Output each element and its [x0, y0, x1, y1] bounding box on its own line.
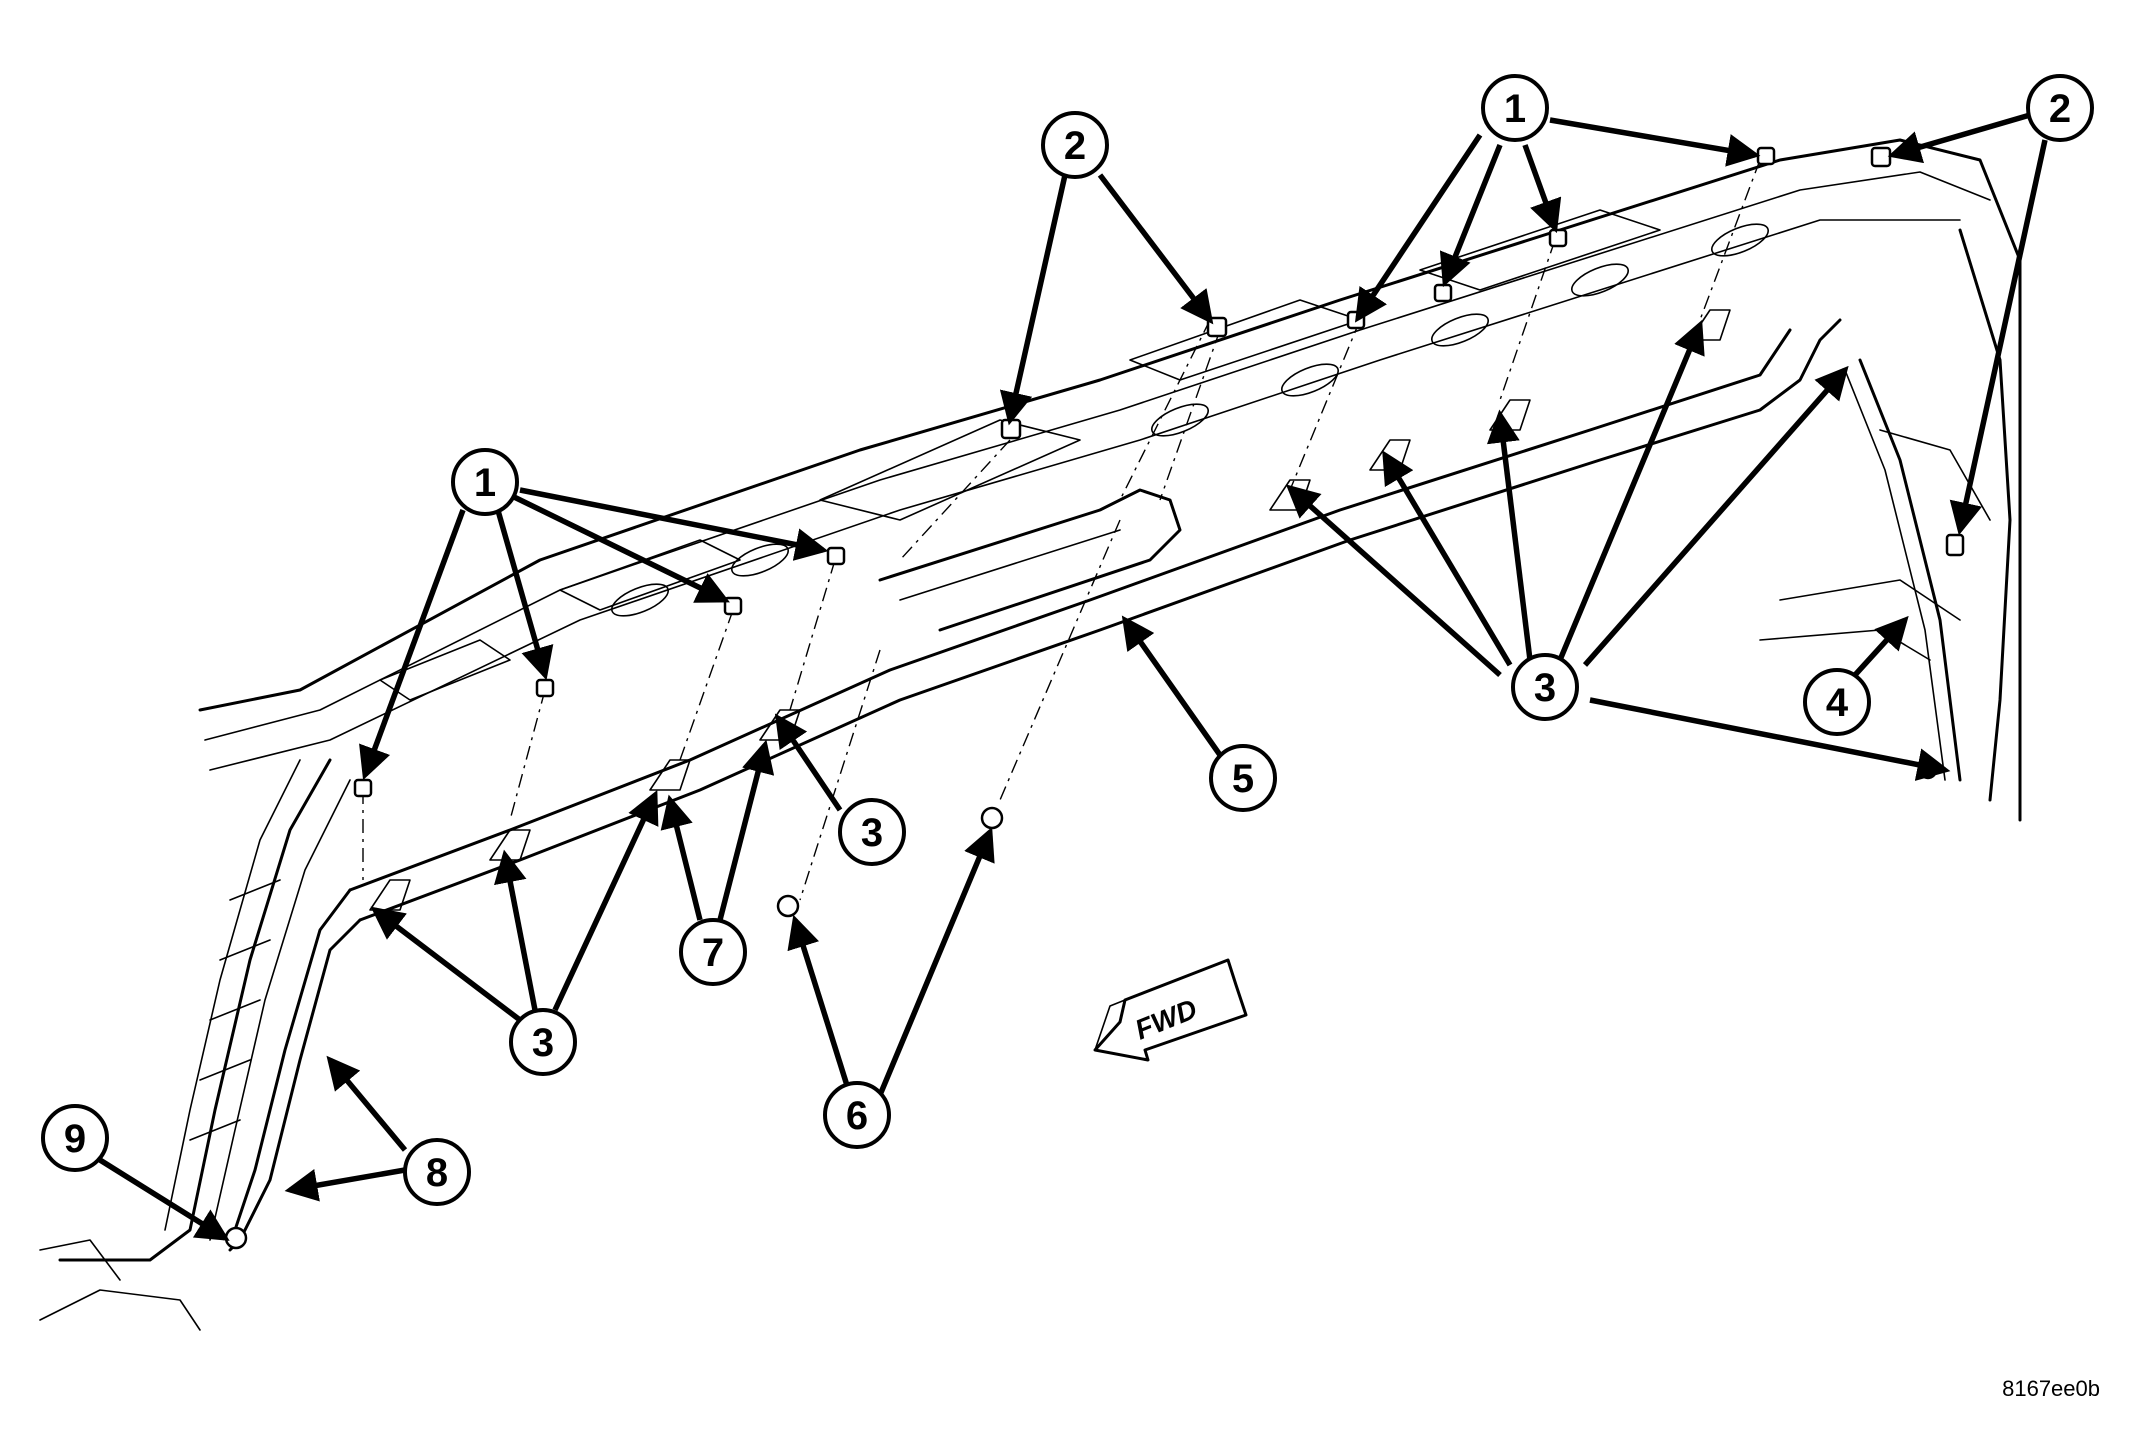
svg-text:6: 6: [846, 1094, 868, 1138]
svg-text:1: 1: [474, 461, 496, 505]
svg-text:2: 2: [1064, 124, 1086, 168]
clip-fastener: [1870, 146, 1892, 168]
clip-fastener: [1756, 146, 1776, 166]
clip-fastener: [1206, 316, 1228, 338]
svg-text:3: 3: [861, 811, 883, 855]
clip-fastener: [1548, 228, 1568, 248]
svg-text:1: 1: [1504, 87, 1526, 131]
leader-arrows: [98, 112, 2048, 1241]
clip-fastener: [535, 678, 555, 698]
callout-1-right: 1: [1481, 74, 1549, 142]
forward-direction-arrow: FWD: [1093, 958, 1248, 1062]
callouts: 1 1 2 2 3 3 3 4: [41, 74, 2094, 1206]
clip-fastener: [826, 546, 846, 566]
callout-7: 7: [679, 918, 747, 986]
callout-2-center: 2: [1041, 111, 1109, 179]
callout-9: 9: [41, 1104, 109, 1172]
fasteners: [224, 146, 1965, 1250]
svg-text:4: 4: [1826, 681, 1849, 725]
callout-2-right: 2: [2026, 74, 2094, 142]
callout-3-center: 3: [838, 798, 906, 866]
clip-fastener: [1000, 418, 1022, 440]
callout-3-left: 3: [509, 1008, 577, 1076]
clip-fastener: [353, 778, 373, 798]
figure-id: 8167ee0b: [2002, 1376, 2100, 1401]
svg-text:2: 2: [2049, 87, 2071, 131]
fastener-centerlines: [362, 159, 1761, 901]
svg-text:9: 9: [64, 1117, 86, 1161]
bolt: [224, 1226, 248, 1250]
svg-text:5: 5: [1232, 757, 1254, 801]
callout-8: 8: [403, 1138, 471, 1206]
svg-text:7: 7: [702, 931, 724, 975]
svg-text:3: 3: [1534, 666, 1556, 710]
callout-5: 5: [1209, 744, 1277, 812]
fwd-label: FWD: [1131, 993, 1202, 1046]
callout-4: 4: [1803, 668, 1871, 736]
clip-fastener: [1433, 283, 1453, 303]
clip-fastener: [723, 596, 743, 616]
callout-6: 6: [823, 1081, 891, 1149]
clip-fastener: [1945, 533, 1965, 557]
callout-1-left: 1: [451, 448, 519, 516]
bolt: [776, 894, 800, 918]
svg-text:3: 3: [532, 1021, 554, 1065]
svg-text:8: 8: [426, 1151, 448, 1195]
bolt: [980, 806, 1004, 830]
callout-3-right: 3: [1511, 653, 1579, 721]
